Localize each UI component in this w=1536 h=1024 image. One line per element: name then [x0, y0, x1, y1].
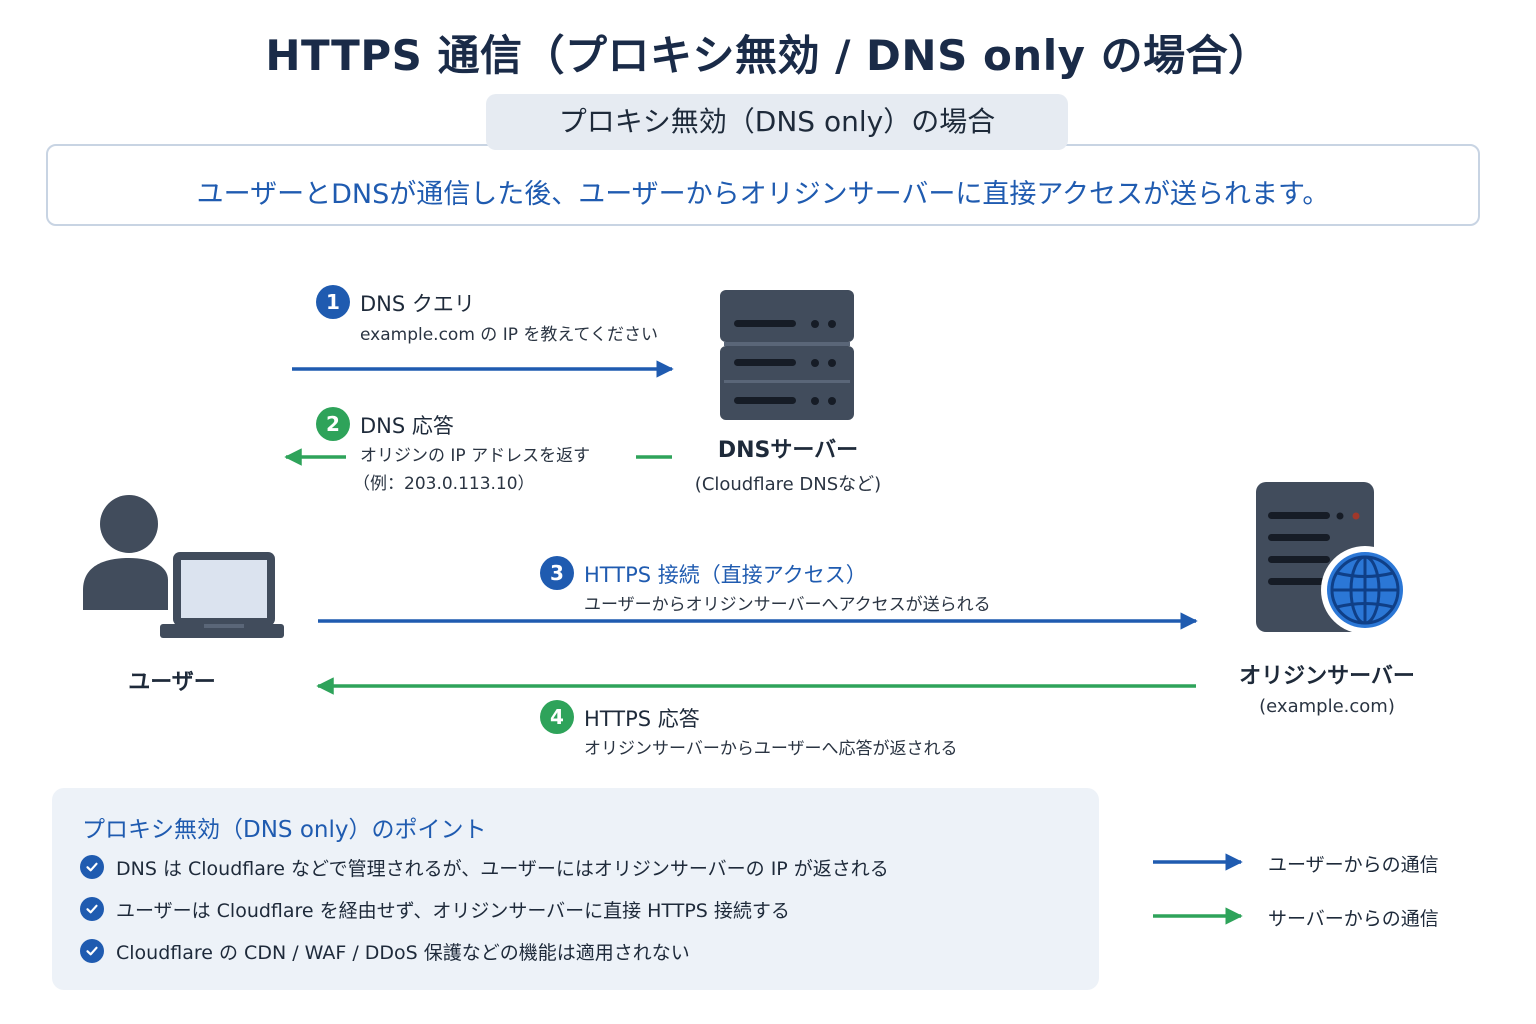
point-text: ユーザーは Cloudflare を経由せず、オリジンサーバーに直接 HTTPS…	[116, 899, 790, 922]
origin-server-label: オリジンサーバー (example.com)	[1212, 658, 1442, 717]
origin-server-name: オリジンサーバー	[1239, 664, 1415, 689]
description-text: ユーザーとDNSが通信した後、ユーザーからオリジンサーバーに直接アクセスが送られ…	[196, 179, 1330, 210]
origin-server-sub: (example.com)	[1259, 696, 1395, 717]
subtitle-tab: プロキシ無効（DNS only）の場合	[486, 94, 1068, 150]
user-name: ユーザー	[128, 670, 216, 695]
step-1-title: DNS クエリ	[360, 292, 475, 316]
page-title: HTTPS 通信（プロキシ無効 / DNS only の場合）	[265, 31, 1271, 80]
point-text: DNS は Cloudflare などで管理されるが、ユーザーにはオリジンサーバ…	[116, 857, 889, 880]
step-1-desc: example.com の IP を教えてください	[360, 325, 658, 345]
step-3-badge: 3	[540, 556, 574, 590]
points-box: プロキシ無効（DNS only）のポイント DNS は Cloudflare な…	[52, 788, 1099, 990]
person-with-laptop-icon	[83, 495, 284, 638]
dns-server-label: DNSサーバー (Cloudflare DNSなど)	[668, 432, 908, 496]
point-item: DNS は Cloudflare などで管理されるが、ユーザーにはオリジンサーバ…	[80, 854, 889, 880]
dns-server-name: DNSサーバー	[717, 438, 859, 463]
server-rack-icon	[720, 290, 854, 420]
step-4-title: HTTPS 応答	[584, 707, 700, 731]
description-box: ユーザーとDNSが通信した後、ユーザーからオリジンサーバーに直接アクセスが送られ…	[46, 144, 1480, 226]
step-4-badge: 4	[540, 700, 574, 734]
check-circle-icon	[80, 939, 104, 963]
point-text: Cloudflare の CDN / WAF / DDoS 保護などの機能は適用…	[116, 941, 690, 964]
point-item: ユーザーは Cloudflare を経由せず、オリジンサーバーに直接 HTTPS…	[80, 896, 790, 922]
step-2-badge: 2	[316, 407, 350, 441]
check-circle-icon	[80, 897, 104, 921]
point-item: Cloudflare の CDN / WAF / DDoS 保護などの機能は適用…	[80, 938, 690, 964]
step-2-desc: オリジンの IP アドレスを返す	[360, 446, 591, 466]
step-2-desc-example: （例：203.0.113.10）	[353, 474, 535, 494]
legend-server-label: サーバーからの通信	[1268, 908, 1439, 930]
step-1-badge: 1	[316, 285, 350, 319]
points-title: プロキシ無効（DNS only）のポイント	[82, 817, 487, 843]
step-3-title: HTTPS 接続（直接アクセス）	[584, 563, 867, 587]
server-with-globe-icon	[1256, 482, 1409, 634]
dns-server-sub: (Cloudflare DNSなど)	[694, 474, 882, 495]
step-4-desc: オリジンサーバーからユーザーへ応答が返される	[584, 739, 958, 759]
step-2-title: DNS 応答	[360, 414, 454, 438]
user-label: ユーザー	[112, 664, 232, 696]
check-circle-icon	[80, 855, 104, 879]
step-3-desc: ユーザーからオリジンサーバーへアクセスが送られる	[584, 595, 991, 615]
legend-user-label: ユーザーからの通信	[1268, 854, 1439, 876]
